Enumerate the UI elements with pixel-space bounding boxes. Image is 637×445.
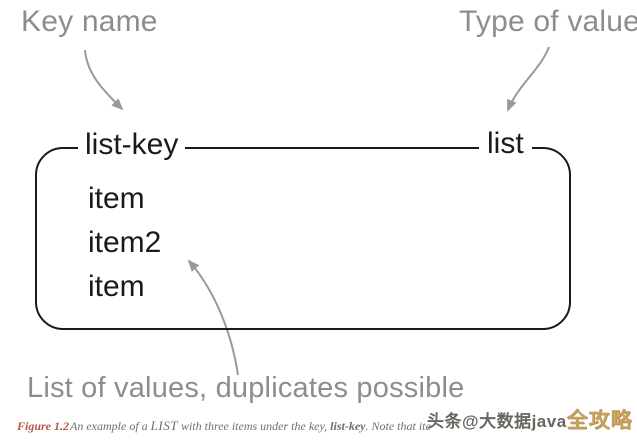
list-type-label: list — [479, 127, 532, 160]
list-structure-box — [35, 147, 571, 330]
list-item: item2 — [88, 226, 162, 259]
list-item: item — [88, 182, 145, 215]
caption-term: LIST — [150, 418, 178, 433]
caption-text-2: with three items under the key, — [177, 419, 331, 433]
watermark-suffix: 全攻略 — [566, 409, 633, 432]
caption-keyname: list-key — [330, 419, 366, 433]
watermark: 头条@大数据java全攻略 — [427, 404, 633, 434]
type-of-value-arrow-icon — [507, 46, 550, 112]
figure-number: Figure 1.2 — [17, 419, 70, 433]
figure-caption: Figure 1.2An example of a LIST with thre… — [17, 418, 431, 434]
caption-text-3: . Note that ite — [365, 419, 431, 433]
key-name-arrow-icon — [84, 49, 124, 111]
watermark-prefix: 头条@大数据java — [427, 412, 567, 431]
list-item: item — [88, 270, 145, 303]
key-name-callout: Key name — [21, 5, 158, 38]
list-key-label: list-key — [78, 128, 186, 161]
list-of-values-callout: List of values, duplicates possible — [27, 372, 465, 404]
list-items: item item2 item — [88, 177, 161, 309]
caption-text-1: An example of a — [70, 419, 151, 433]
type-of-value-callout: Type of value — [459, 5, 637, 38]
